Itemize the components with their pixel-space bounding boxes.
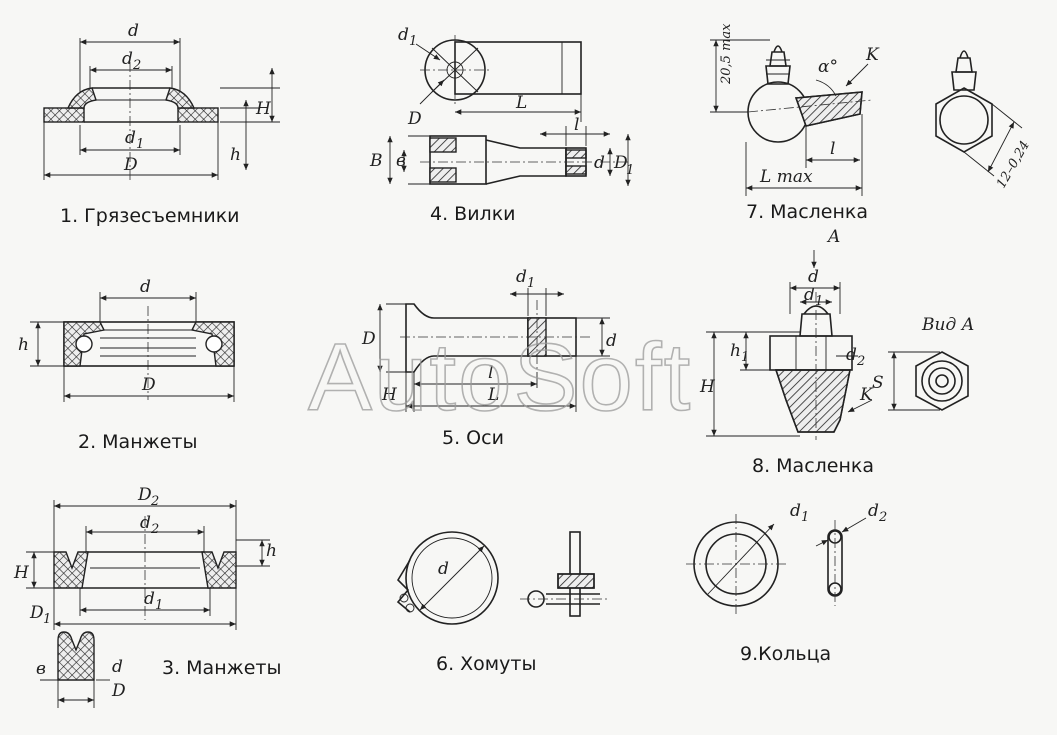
dim-S: S [872, 373, 884, 393]
dim-D: D [141, 375, 156, 395]
dim-K: K [859, 385, 874, 405]
dim-h1-sub: 1 [741, 350, 749, 365]
dim-L-max: L max [759, 167, 813, 187]
dim-D: D [361, 329, 376, 349]
figure-9-o-ring: d 1 d 2 9.Кольца [686, 501, 887, 665]
caption-1: 1. Грязесъемники [60, 205, 240, 227]
caption-8: 8. Масленка [752, 455, 874, 477]
dim-d: d [140, 277, 151, 297]
dim-d1: d [790, 501, 801, 521]
dim-max-height: 20,5 max [719, 23, 734, 85]
dim-d-small: d [112, 657, 123, 677]
dim-L: L [515, 93, 527, 113]
dim-h1: h [730, 341, 741, 361]
dim-l: l [830, 139, 835, 159]
dim-d1: d [804, 285, 815, 305]
view-A-label: Вид А [921, 315, 975, 335]
dim-l: l [488, 363, 493, 383]
dim-d: d [606, 331, 617, 351]
figure-7-grease-fitting-angled: 20,5 max α° K l L max 12–0,24 7. Масленк… [710, 23, 1033, 223]
dim-d1-sub: 1 [815, 294, 823, 309]
dim-d1-sub: 1 [136, 137, 144, 152]
dim-D-small: D [111, 681, 126, 701]
figure-4-fork: d 1 D L l B в d D 1 4. Вилки [369, 25, 634, 225]
dim-d2-sub: 2 [856, 354, 865, 369]
figure-5-axle: d 1 D d H l L 5. Оси [361, 267, 617, 449]
dim-d1: d [516, 267, 527, 287]
dim-b: в [396, 151, 406, 171]
caption-6: 6. Хомуты [436, 653, 536, 675]
dim-d: d [594, 153, 605, 173]
dim-d: d [128, 21, 139, 41]
dim-d2-sub: 2 [878, 510, 887, 525]
dim-D1: D [29, 603, 44, 623]
dim-D: D [123, 155, 138, 175]
figure-8-grease-fitting-straight: A d d 1 d 2 h 1 H K Вид А S 8. Масленка [699, 227, 975, 477]
caption-5: 5. Оси [442, 427, 504, 449]
dim-h: h [18, 335, 29, 355]
dim-H: H [381, 385, 398, 405]
dim-D2: D [137, 485, 152, 505]
dim-L: L [487, 385, 499, 405]
caption-7: 7. Масленка [746, 201, 868, 223]
dim-D1: D [613, 153, 628, 173]
dim-b: в [36, 659, 46, 679]
dim-d2: d [846, 345, 857, 365]
dim-B: B [369, 151, 383, 171]
dim-A: A [826, 227, 840, 247]
figure-3-cuff: D 2 d 2 d 1 H h D 1 в d D 3. Манжеты [13, 485, 282, 708]
dim-d1: d [125, 128, 136, 148]
dim-d1-sub: 1 [155, 598, 163, 613]
dim-d2: d [868, 501, 879, 521]
dim-d1-sub: 1 [409, 34, 417, 49]
dim-d: d [438, 559, 449, 579]
dim-D1-sub: 1 [43, 612, 51, 627]
figure-1-wiper: d d 2 d 1 D H h 1. Грязесъемники [43, 21, 280, 227]
caption-3: 3. Манжеты [162, 657, 282, 679]
dim-D2-sub: 2 [150, 494, 159, 509]
dim-d1: d [398, 25, 409, 45]
dim-d2: d [140, 513, 151, 533]
figure-6-clamp: d 6. Хомуты [396, 531, 610, 675]
dim-d2: d [122, 49, 133, 69]
dim-d2-sub: 2 [150, 522, 159, 537]
watermark: AutoSoft [308, 324, 692, 431]
dim-alpha: α° [818, 57, 838, 77]
dim-l: l [574, 115, 579, 135]
dim-d1-sub: 1 [527, 276, 535, 291]
dim-H: H [699, 377, 716, 397]
dim-D1-sub: 1 [626, 163, 634, 178]
dim-d2-sub: 2 [132, 58, 141, 73]
dim-H: H [255, 99, 272, 119]
dim-h: h [266, 541, 277, 561]
dim-d: d [808, 267, 819, 287]
figure-2-cuff: d h D 2. Манжеты [18, 277, 235, 453]
dim-H: H [13, 563, 30, 583]
dim-h: h [230, 145, 241, 165]
dim-hex-size: 12–0,24 [994, 138, 1033, 191]
dim-d1: d [144, 589, 155, 609]
dim-D: D [407, 109, 422, 129]
caption-2: 2. Манжеты [78, 431, 198, 453]
dim-K: K [865, 45, 880, 65]
caption-9: 9.Кольца [740, 643, 831, 665]
caption-4: 4. Вилки [430, 203, 516, 225]
dim-d1-sub: 1 [801, 510, 809, 525]
